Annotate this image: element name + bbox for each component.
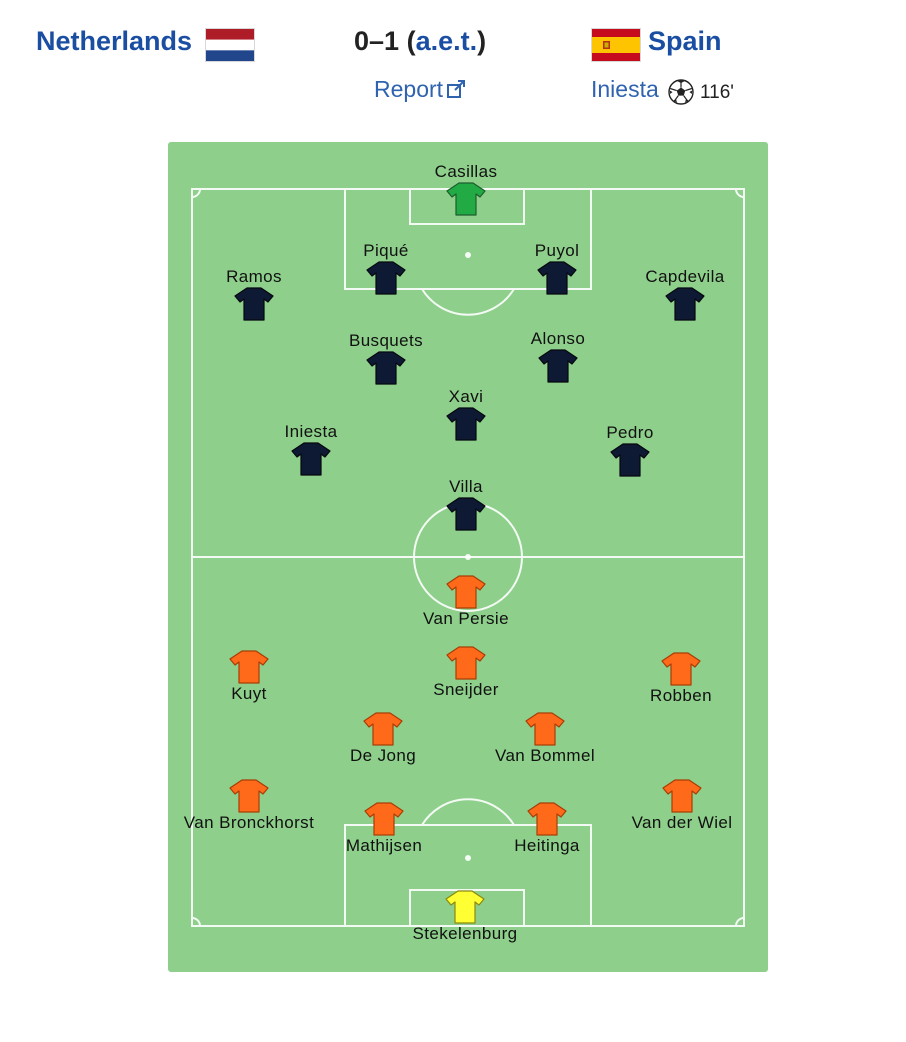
shirt-icon [445,890,485,924]
player-away-xavi: Xavi [376,387,556,441]
shirt-icon [661,652,701,686]
player-name: Van Bommel [494,746,596,765]
player-home-sneijder: Sneijder [376,646,556,700]
spain-flag [591,28,641,62]
player-home-mathijsen: Mathijsen [294,802,474,856]
shirt-icon [525,712,565,746]
away-team-link[interactable]: Spain [648,26,722,56]
player-home-de-jong: De Jong [293,712,473,766]
player-away-casillas: Casillas [376,162,556,216]
player-name: Pedro [606,423,654,442]
player-name: Kuyt [231,684,267,703]
player-home-heitinga: Heitinga [457,802,637,856]
player-name: Casillas [434,162,498,181]
shirt-icon [446,646,486,680]
player-away-pique: Piqué [296,241,476,295]
shirt-icon [665,287,705,321]
player-home-van-bommel: Van Bommel [455,712,635,766]
score: 0–1 (a.e.t.) [354,26,486,57]
player-name: Iniesta [284,422,338,441]
player-name: Mathijsen [345,836,423,855]
shirt-icon [229,650,269,684]
player-name: Heitinga [514,836,580,855]
shirt-icon [234,287,274,321]
player-name: Van Persie [423,609,509,628]
report-label: Report [374,76,444,102]
shirt-icon [363,712,403,746]
shirt-icon [229,779,269,813]
player-away-capdevila: Capdevila [595,267,775,321]
player-name: Robben [650,686,712,705]
report-link[interactable]: Report [374,76,466,103]
shirt-icon [527,802,567,836]
player-away-pedro: Pedro [540,423,720,477]
player-away-villa: Villa [376,477,556,531]
player-name: De Jong [349,746,417,765]
goal-scorer-link[interactable]: Iniesta [591,76,659,102]
goal-minute: 116' [700,82,734,103]
player-home-van-bronckhorst: Van Bronckhorst [159,779,339,833]
player-away-alonso: Alonso [468,329,648,383]
shirt-icon [446,575,486,609]
player-name: Ramos [226,267,282,286]
player-name: Xavi [448,387,484,406]
football-icon [668,79,694,105]
home-team-link[interactable]: Netherlands [36,26,193,56]
external-link-icon [447,80,466,98]
shirt-icon [364,802,404,836]
player-name: Villa [449,477,483,496]
player-name: Busquets [348,331,424,350]
pitch: Casillas Piqué Puyol Ramos Capdevila Bus… [168,142,768,972]
player-name: Puyol [534,241,580,260]
player-away-busquets: Busquets [296,331,476,385]
shirt-icon [291,442,331,476]
player-home-stekelenburg: Stekelenburg [375,890,555,944]
player-home-van-der-wiel: Van der Wiel [592,779,772,833]
player-home-kuyt: Kuyt [159,650,339,704]
player-name: Stekelenburg [412,924,518,943]
player-away-puyol: Puyol [467,241,647,295]
player-name: Sneijder [433,680,499,699]
player-home-robben: Robben [591,652,771,706]
player-name: Alonso [530,329,586,348]
player-name: Piqué [363,241,409,260]
shirt-icon [446,407,486,441]
shirt-icon [538,349,578,383]
player-name: Van der Wiel [631,813,733,832]
player-name: Van Bronckhorst [183,813,315,832]
shirt-icon [366,261,406,295]
aet-link[interactable]: a.e.t. [415,26,478,56]
shirt-icon [537,261,577,295]
score-value: 0–1 [354,26,400,56]
netherlands-flag [205,28,255,62]
score-note: (a.e.t.) [406,26,487,56]
shirt-icon [366,351,406,385]
shirt-icon [446,497,486,531]
player-name: Capdevila [645,267,725,286]
player-home-van-persie: Van Persie [376,575,556,629]
pitch-markings [191,188,745,927]
shirt-icon [662,779,702,813]
match-header: Netherlands 0–1 (a.e.t.) Report Spain In… [0,0,906,130]
player-away-ramos: Ramos [164,267,344,321]
shirt-icon [446,182,486,216]
shirt-icon [610,443,650,477]
player-away-iniesta: Iniesta [221,422,401,476]
